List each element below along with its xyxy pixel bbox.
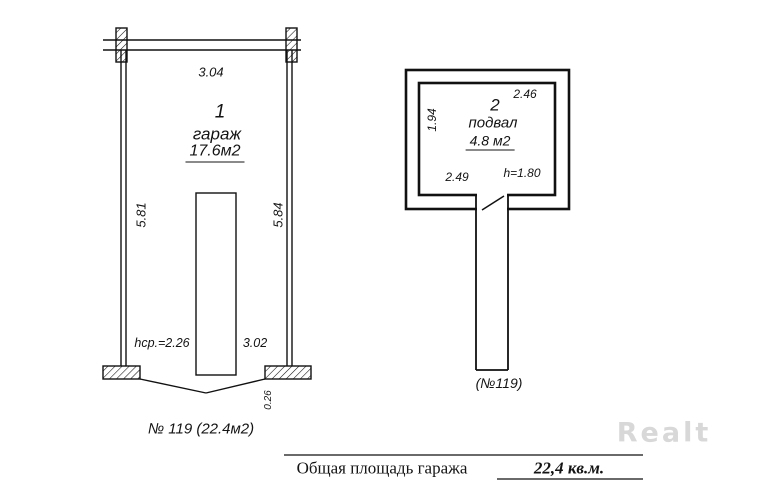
garage-room-name: гараж bbox=[192, 124, 242, 144]
garage-room-area: 17.6м2 bbox=[185, 143, 245, 163]
basement-caption: (№119) bbox=[475, 375, 523, 391]
garage-avg-ceiling-height: hcp.=2.26 bbox=[134, 335, 190, 350]
basement-drawing bbox=[404, 68, 571, 371]
realt-watermark: Realt bbox=[616, 417, 712, 449]
footer-label: Общая площадь гаража bbox=[296, 458, 468, 478]
garage-dim-top: 3.04 bbox=[198, 64, 224, 80]
garage-dim-left: 5.81 bbox=[133, 202, 149, 228]
basement-dim-left: 1.94 bbox=[425, 108, 439, 132]
garage-caption: № 119 (22.4м2) bbox=[147, 420, 255, 438]
basement-room-name: подвал bbox=[468, 114, 518, 132]
corridor-opening bbox=[477, 192, 507, 212]
basement-dim-bottom: 2.49 bbox=[445, 170, 469, 184]
inspection-pit bbox=[195, 192, 237, 376]
garage-room-number: 1 bbox=[214, 101, 226, 123]
garage-dim-pit: 3.02 bbox=[242, 335, 268, 350]
footer-rules bbox=[284, 454, 643, 480]
garage-drawing bbox=[102, 27, 312, 394]
basement-dim-top: 2.46 bbox=[513, 87, 537, 101]
basement-room-number: 2 bbox=[490, 95, 500, 115]
basement-ceiling-height: h=1.80 bbox=[503, 166, 541, 180]
basement-room-area: 4.8 м2 bbox=[465, 134, 515, 151]
gate-swing-line bbox=[205, 378, 266, 394]
garage-dim-right: 5.84 bbox=[270, 202, 286, 228]
block-bottom-right bbox=[264, 365, 312, 380]
footer-total-area-value: 22,4 кв.м. bbox=[533, 458, 605, 478]
gate-swing-line bbox=[139, 378, 207, 394]
garage-dim-gate-step: 0.26 bbox=[263, 390, 274, 410]
block-bottom-left bbox=[102, 365, 141, 380]
door-slash bbox=[481, 195, 505, 211]
